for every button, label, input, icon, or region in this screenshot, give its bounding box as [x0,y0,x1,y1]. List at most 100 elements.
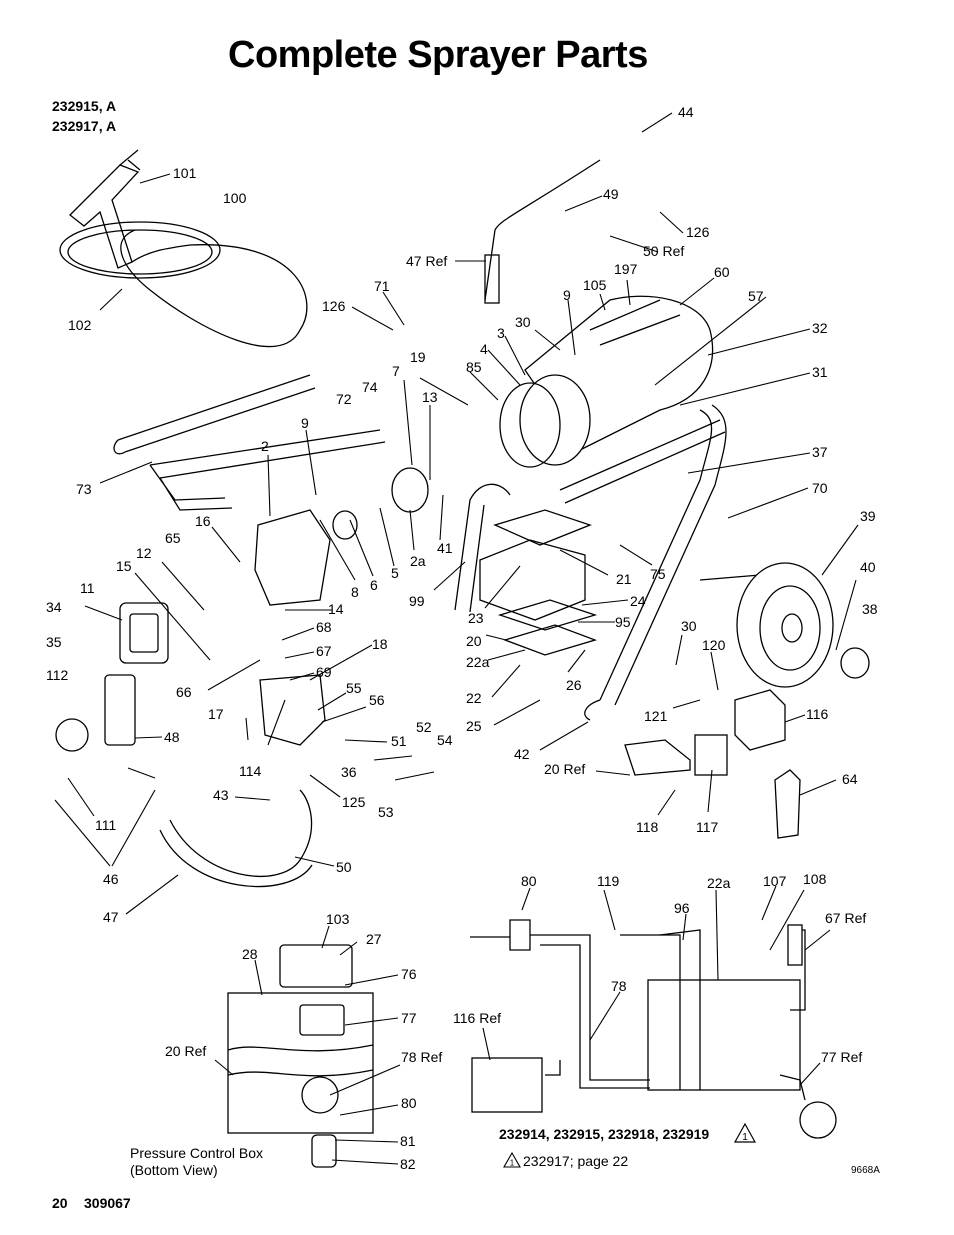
callout-label: 40 [860,559,876,575]
reference-note: 1 232917; page 22 [503,1152,628,1169]
part-drawings [55,149,870,1168]
callout-label: 105 [583,277,607,293]
callout-label: 24 [630,593,646,609]
callout-label: 28 [242,946,258,962]
callout-label: 75 [650,566,666,582]
callout-label: 77 [401,1010,417,1026]
document-number: 309067 [84,1195,131,1211]
callout-label: 30 [515,314,531,330]
callout-label: 73 [76,481,92,497]
callout-label: 37 [812,444,828,460]
callout-label: 19 [410,349,426,365]
callout-label: 20 [466,633,482,649]
callout-label: 31 [812,364,828,380]
callout-label: 72 [336,391,352,407]
callout-label: 126 [322,298,346,314]
callout-label: 80 [401,1095,417,1111]
callout-label: 56 [369,692,385,708]
callout-label: 20 Ref [165,1043,206,1059]
kit-symbol-number: 1 [742,1132,748,1143]
caption-line-2: (Bottom View) [130,1162,218,1178]
callout-label: 32 [812,320,828,336]
cart-frame-drawing [454,404,761,721]
pressure-control-box-caption: Pressure Control Box (Bottom View) [130,1145,263,1179]
callout-label: 99 [409,593,425,609]
callout-label: 67 [316,643,332,659]
callout-label: 74 [362,379,378,395]
callout-label: 49 [603,186,619,202]
callout-label: 55 [346,680,362,696]
model-number-2: 232917, A [52,118,117,134]
leader-lines [54,112,859,1165]
callout-label: 9 [301,415,309,431]
callout-label: 17 [208,706,224,722]
motor-housing-drawing [499,295,714,468]
callout-label: 118 [636,819,659,835]
callout-labels: 101 100 102 44 49 126 50 Ref 47 Ref 71 1… [46,104,878,1172]
callout-label: 119 [597,873,620,889]
callout-label: 71 [374,278,390,294]
callout-label: 197 [614,261,638,277]
ref-symbol-number: 1 [510,1159,515,1168]
callout-label: 51 [391,733,407,749]
callout-label: 48 [164,729,180,745]
callout-label: 18 [372,636,388,652]
warning-triangle-icon: 1 [733,1122,757,1143]
callout-label: 82 [400,1156,416,1172]
page-title: Complete Sprayer Parts [228,34,648,76]
callout-label: 77 Ref [821,1049,862,1065]
callout-label: 16 [195,513,211,529]
callout-label: 26 [566,677,582,693]
callout-label: 46 [103,871,119,887]
callout-label: 66 [176,684,192,700]
callout-label: 126 [686,224,710,240]
callout-label: 103 [326,911,350,927]
callout-label: 117 [696,819,719,835]
callout-label: 42 [514,746,530,762]
callout-label: 64 [842,771,858,787]
callout-label: 69 [316,664,332,680]
callout-label: 22a [707,875,731,891]
callout-label: 36 [341,764,357,780]
caption-line-1: Pressure Control Box [130,1145,264,1161]
spray-gun-drawing [59,149,308,348]
callout-label: 14 [328,601,344,617]
callout-label: 5 [391,565,399,581]
callout-label: 100 [223,190,247,206]
callout-label: 13 [422,389,438,405]
callout-label: 6 [370,577,378,593]
callout-label: 65 [165,530,181,546]
callout-label: 81 [400,1133,416,1149]
callout-label: 121 [644,708,668,724]
callout-label: 54 [437,732,453,748]
callout-label: 52 [416,719,432,735]
kit-model-note: 232914, 232915, 232918, 232919 [499,1126,710,1142]
callout-label: 30 [681,618,697,634]
wheel-drawing [736,562,870,688]
callout-label: 34 [46,599,62,615]
callout-label: 80 [521,873,537,889]
callout-label: 7 [392,363,400,379]
callout-label: 22a [466,654,490,670]
callout-label: 2a [410,553,426,569]
callout-label: 9 [563,287,571,303]
reference-note-text: 232917; page 22 [523,1153,629,1169]
callout-label: 102 [68,317,92,333]
callout-label: 39 [860,508,876,524]
warning-triangle-icon: 1 [503,1152,521,1168]
control-box-drawing [479,509,801,839]
callout-label: 47 Ref [406,253,447,269]
callout-label: 4 [480,341,488,357]
callout-label: 76 [401,966,417,982]
callout-label: 53 [378,804,394,820]
callout-label: 25 [466,718,482,734]
callout-label: 23 [468,610,484,626]
pressure-control-box-bottom-drawing [227,944,374,1168]
callout-label: 15 [116,558,132,574]
callout-label: 68 [316,619,332,635]
callout-label: 95 [615,614,631,630]
callout-label: 96 [674,900,690,916]
callout-label: 20 Ref [544,761,585,777]
callout-label: 2 [261,438,269,454]
